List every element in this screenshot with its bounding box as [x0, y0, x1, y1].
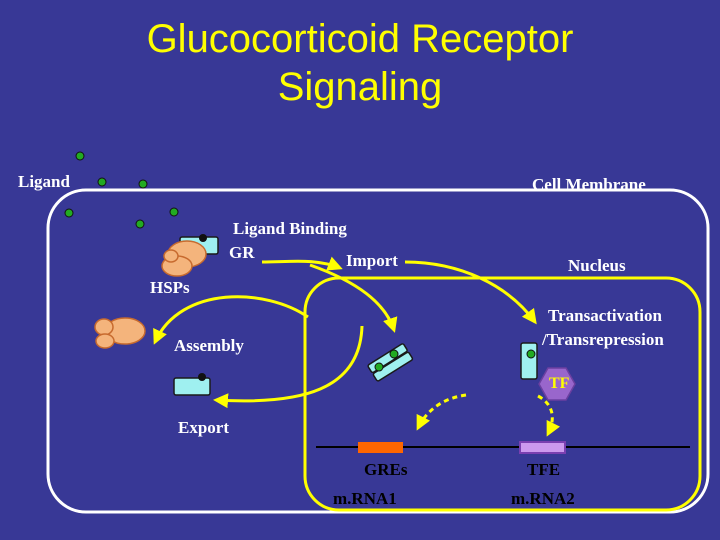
title-line-1: Glucocorticoid Receptor — [146, 17, 574, 61]
exported-gr — [173, 373, 211, 396]
hsp-shape — [163, 249, 179, 263]
import-arrow — [261, 256, 343, 271]
bound-ligand-dot — [526, 349, 536, 359]
bound-ligand-dot — [389, 349, 399, 359]
ligand-dot — [138, 179, 148, 189]
label-gr: GR — [229, 243, 255, 262]
hsp-shape — [95, 333, 115, 349]
gr-receptor — [520, 342, 538, 380]
arrows — [153, 256, 561, 437]
ligand-dot — [97, 177, 107, 187]
label-hsps: HSPs — [150, 278, 190, 297]
ligand-dot — [75, 151, 85, 161]
label-tfe: TFE — [527, 460, 561, 479]
free-hsps — [94, 317, 146, 349]
label-tf: TF — [549, 375, 570, 392]
label-transactivation: Transactivation — [548, 306, 662, 325]
export-arrow — [213, 325, 364, 409]
gre-box — [358, 442, 403, 453]
gr-hsp-complex — [161, 234, 219, 277]
label-nucleus: Nucleus — [568, 256, 626, 275]
label-ligand: Ligand — [18, 172, 70, 191]
ligand-dots — [64, 151, 179, 229]
import-to-dimer-arrow — [309, 263, 398, 333]
gr-dimer — [367, 343, 414, 382]
bound-ligand-dot — [374, 362, 384, 372]
gr-receptor — [173, 377, 211, 396]
tf-to-tfe-arrow — [537, 394, 561, 437]
tfe-box — [519, 441, 566, 454]
label-export: Export — [178, 418, 229, 437]
label-assembly: Assembly — [174, 336, 244, 355]
bound-ligand-dot — [199, 234, 207, 242]
title-line-2: Signaling — [277, 65, 443, 109]
tf-hexagon — [538, 367, 576, 401]
label-cell-membrane: Cell Membrane — [532, 175, 646, 194]
transactivation-arrow — [404, 260, 537, 325]
label-ligand-binding: Ligand Binding — [233, 219, 347, 238]
bound-ligand-dot — [198, 373, 206, 381]
hsp-shape — [94, 318, 114, 336]
assembly-arrow — [153, 295, 309, 345]
ligand-dot — [169, 207, 179, 217]
dimer-to-gre-arrow — [416, 393, 467, 431]
cell-membrane — [46, 188, 710, 514]
ligand-dot — [64, 208, 74, 218]
label-mrna2: m.RNA2 — [511, 489, 575, 508]
label-gres: GREs — [364, 460, 408, 479]
ligand-dot — [135, 219, 145, 229]
gr-receptor — [372, 351, 414, 382]
label-import: Import — [346, 251, 398, 270]
label-transrepression: /Transrepression — [542, 330, 664, 349]
gr-near-tf — [520, 342, 538, 380]
label-mrna1: m.RNA1 — [333, 489, 397, 508]
